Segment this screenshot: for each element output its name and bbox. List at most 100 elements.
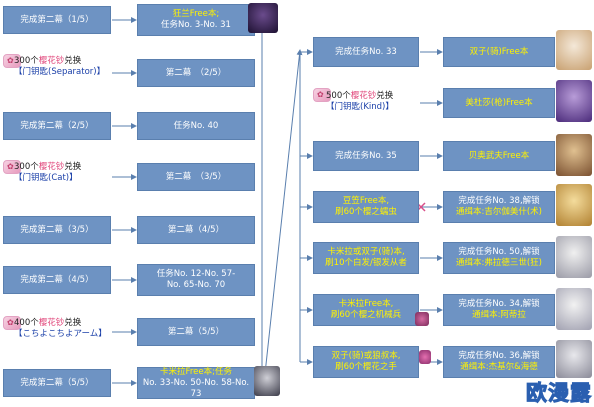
reward-count: 400个 [14, 318, 39, 328]
left-step-2: 完成第二幕（2/5） [3, 112, 111, 140]
right-step-6: 双子(骑)或狼叔本, 刷60个樱花之手 [313, 346, 419, 378]
left-reward-1: 300个樱花钞兑换 【门钥匙(Separator)】 [14, 56, 114, 78]
sakura-ticket-icon [3, 160, 21, 174]
left-step-4-label: 完成第二幕（4/5） [20, 274, 94, 285]
right-step-6-line2: 刷60个樱花之手 [335, 362, 397, 372]
mid-box-3-label: 任务No. 40 [173, 120, 219, 131]
reward-item: 【门钥匙(Kind)】 [326, 102, 394, 112]
reward-box-6: 完成任务No. 34,解锁 通缉本:阿蒂拉 [443, 294, 555, 326]
sakura-ticket-icon [313, 88, 331, 102]
left-step-1: 完成第二幕（1/5） [3, 6, 111, 34]
reward-item: 【こちよこちよアーム】 [14, 329, 107, 339]
left-step-5: 完成第二幕（5/5） [3, 369, 111, 397]
reward-currency: 樱花钞 [38, 162, 65, 172]
right-step-1: 完成任务No. 33 [313, 37, 419, 67]
reward-verb: 兑换 [64, 162, 82, 172]
mid-box-6-line2: No. 65-No. 70 [166, 280, 226, 290]
right-step-4-line1: 卡米拉或双子(骑)本, [327, 247, 405, 257]
sakura-ticket-icon [3, 54, 21, 68]
reward-box-5: 完成任务No. 50,解锁 通缉本:弗拉德三世(狂) [443, 242, 555, 274]
right-reward-1: 500个樱花钞兑换 【门钥匙(Kind)】 [326, 91, 426, 113]
mid-box-6: 任务No. 12-No. 57- No. 65-No. 70 [137, 264, 255, 296]
reward-box-4: 完成任务No. 38,解锁 通缉本:吉尔伽美什(术) [443, 191, 555, 223]
reward-box-7-line2: 通缉本:杰基尔&海德 [460, 362, 538, 372]
left-step-3: 完成第二幕（3/5） [3, 216, 111, 244]
right-step-3-line1: 豆笠Free本, [342, 196, 390, 206]
mid-box-1-line1: 狂兰Free本; [172, 9, 220, 19]
right-step-5: 卡米拉Free本, 刷60个樱之机械兵 [313, 294, 419, 326]
reward-box-6-line2: 通缉本:阿蒂拉 [472, 310, 526, 320]
reward-box-3-label: 贝奥武夫Free本 [468, 150, 530, 161]
mid-box-8-line2: No. 33-No. 50-No. 58-No. 73 [142, 377, 250, 399]
left-step-2-label: 完成第二幕（2/5） [20, 120, 94, 131]
left-reward-2: 300个樱花钞兑换 【门钥匙(Cat)】 [14, 162, 114, 184]
reward-box-7: 完成任务No. 36,解锁 通缉本:杰基尔&海德 [443, 346, 555, 378]
servant-avatar [556, 184, 592, 226]
right-step-5-line1: 卡米拉Free本, [338, 299, 394, 309]
mid-box-7: 第二幕（5/5） [137, 318, 255, 346]
reward-verb: 兑换 [64, 318, 82, 328]
reward-box-2-label: 美杜莎(枪)Free本 [465, 97, 533, 108]
servant-avatar [254, 366, 280, 396]
reward-item: 【门钥匙(Cat)】 [14, 173, 78, 183]
mid-box-3: 任务No. 40 [137, 112, 255, 140]
mid-box-8-line1: 卡米拉Free本;任务 [160, 366, 232, 377]
reward-currency: 樱花钞 [38, 318, 65, 328]
right-step-5-line2: 刷60个樱之机械兵 [330, 310, 402, 320]
mid-box-7-label: 第二幕（5/5） [167, 326, 225, 337]
reward-box-4-line2: 通缉本:吉尔伽美什(术) [456, 207, 542, 217]
servant-avatar [248, 3, 278, 33]
mid-box-4-label: 第二幕 （3/5） [165, 171, 227, 182]
mid-box-4: 第二幕 （3/5） [137, 163, 255, 191]
right-step-4-line2: 刷10个白发/银发从者 [325, 258, 407, 268]
reward-currency: 樱花钞 [38, 56, 65, 66]
mid-box-6-line1: 任务No. 12-No. 57- [156, 269, 236, 279]
reward-item: 【门钥匙(Separator)】 [14, 67, 106, 77]
servant-avatar [556, 30, 592, 70]
servant-avatar [556, 80, 592, 122]
left-reward-3: 400个樱花钞兑换 【こちよこちよアーム】 [14, 318, 114, 340]
right-step-6-line1: 双子(骑)或狼叔本, [331, 351, 401, 361]
left-step-5-label: 完成第二幕（5/5） [20, 377, 94, 388]
servant-avatar [556, 134, 592, 176]
left-step-3-label: 完成第二幕（3/5） [20, 224, 94, 235]
right-step-1-label: 完成任务No. 33 [335, 46, 397, 57]
reward-count: 300个 [14, 56, 39, 66]
reward-box-5-line2: 通缉本:弗拉德三世(狂) [456, 258, 542, 268]
reward-box-3: 贝奥武夫Free本 [443, 141, 555, 171]
sakura-ticket-icon [3, 316, 21, 330]
left-step-1-label: 完成第二幕（1/5） [20, 14, 94, 25]
reward-verb: 兑换 [376, 91, 394, 101]
reward-box-2: 美杜莎(枪)Free本 [443, 88, 555, 118]
reward-count: 300个 [14, 162, 39, 172]
reward-box-6-line1: 完成任务No. 34,解锁 [458, 299, 540, 309]
mid-box-5: 第二幕（4/5） [137, 216, 255, 244]
mid-box-1: 狂兰Free本; 任务No. 3-No. 31 [137, 4, 255, 36]
servant-avatar [556, 340, 592, 378]
right-step-3-line2: 刷60个樱之蠕虫 [335, 207, 397, 217]
right-step-2-label: 完成任务No. 35 [335, 150, 397, 161]
mid-box-2-label: 第二幕 （2/5） [165, 67, 227, 78]
servant-avatar [556, 236, 592, 278]
mid-box-1-line2: 任务No. 3-No. 31 [161, 20, 231, 30]
mid-box-8: 卡米拉Free本;任务 No. 33-No. 50-No. 58-No. 73 [137, 367, 255, 399]
mid-box-2: 第二幕 （2/5） [137, 59, 255, 87]
reward-verb: 兑换 [64, 56, 82, 66]
left-step-4: 完成第二幕（4/5） [3, 266, 111, 294]
reward-box-7-line1: 完成任务No. 36,解锁 [458, 351, 540, 361]
reward-count: 500个 [326, 91, 351, 101]
servant-avatar [419, 350, 431, 364]
reward-box-5-line1: 完成任务No. 50,解锁 [458, 247, 540, 257]
mid-box-5-label: 第二幕（4/5） [167, 224, 225, 235]
right-step-3: 豆笠Free本, 刷60个樱之蠕虫 [313, 191, 419, 223]
watermark: 欧漫露 [526, 381, 592, 406]
reward-box-1-label: 双子(骑)Free本 [469, 46, 529, 57]
reward-box-1: 双子(骑)Free本 [443, 37, 555, 67]
servant-avatar [556, 288, 592, 330]
right-step-2: 完成任务No. 35 [313, 141, 419, 171]
reward-currency: 樱花钞 [350, 91, 377, 101]
servant-avatar [415, 312, 429, 326]
right-step-4: 卡米拉或双子(骑)本, 刷10个白发/银发从者 [313, 242, 419, 274]
reward-box-4-line1: 完成任务No. 38,解锁 [458, 196, 540, 206]
